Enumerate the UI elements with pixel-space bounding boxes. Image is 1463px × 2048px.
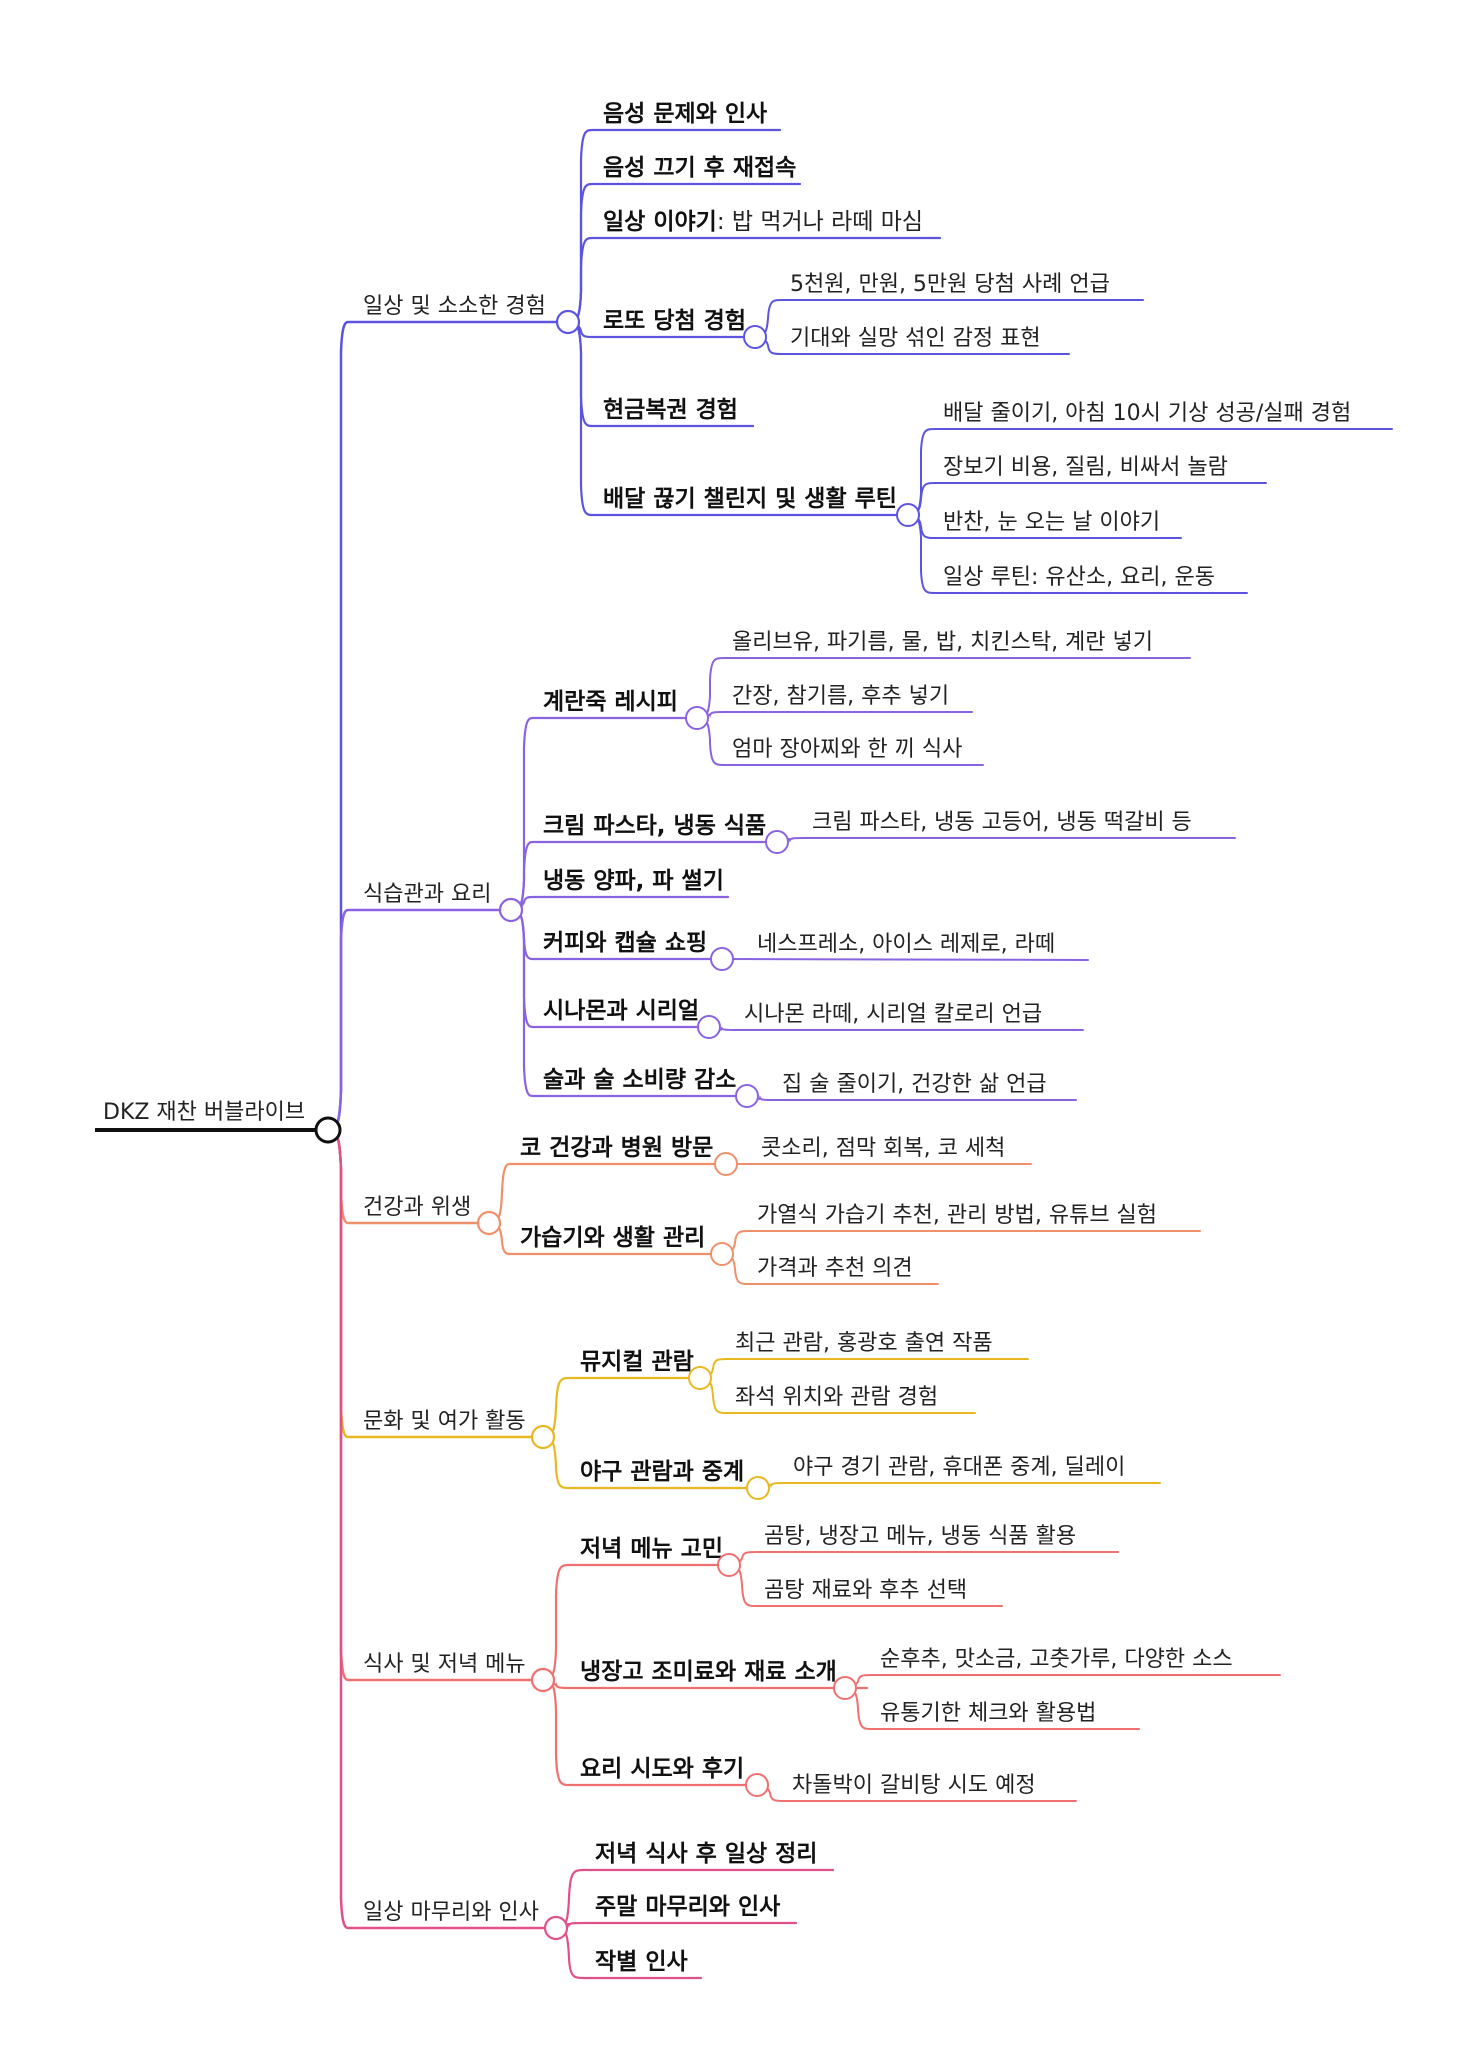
topic-node-circle bbox=[896, 503, 920, 527]
branch-connector bbox=[326, 320, 570, 1132]
topic-label: 저녁 메뉴 고민 bbox=[580, 1536, 723, 1562]
detail-label: 좌석 위치와 관람 경험 bbox=[735, 1385, 938, 1410]
topic-label: 뮤지컬 관람 bbox=[580, 1349, 694, 1375]
branch-connector bbox=[326, 908, 513, 1132]
branch-label: 건강과 위생 bbox=[363, 1195, 471, 1220]
topic-connector bbox=[487, 1162, 728, 1225]
detail-label: 장보기 비용, 질림, 비싸서 놀람 bbox=[943, 455, 1228, 480]
root-label: DKZ 재찬 버블라이브 bbox=[103, 1100, 305, 1125]
topic-label: 배달 끊기 챌린지 및 생활 루틴 bbox=[603, 486, 897, 512]
detail-label: 야구 경기 관람, 휴대폰 중계, 딜레이 bbox=[793, 1455, 1125, 1480]
topic-label: 시나몬과 시리얼 bbox=[543, 998, 699, 1024]
topic-label: 음성 문제와 인사 bbox=[603, 101, 767, 127]
topic-label: 현금복권 경험 bbox=[603, 397, 738, 423]
branch-label: 식습관과 요리 bbox=[363, 882, 491, 907]
detail-label: 가격과 추천 의견 bbox=[757, 1256, 913, 1281]
branch-label: 일상 및 소소한 경험 bbox=[363, 294, 546, 319]
branch-node-circle bbox=[498, 897, 524, 923]
topic-node-circle bbox=[710, 947, 734, 971]
topic-connector bbox=[509, 895, 730, 912]
detail-label: 곰탕 재료와 후추 선택 bbox=[764, 1578, 967, 1603]
topic-label: 커피와 캡슐 쇼핑 bbox=[543, 930, 707, 956]
topic-label: 가습기와 생활 관리 bbox=[520, 1225, 705, 1251]
topic-label: 일상 이야기: 밥 먹거나 라떼 마심 bbox=[603, 209, 923, 235]
detail-connector bbox=[699, 1358, 1029, 1379]
topic-label: 냉장고 조미료와 재료 소개 bbox=[580, 1659, 837, 1685]
topic-node-circle bbox=[717, 1553, 741, 1577]
topic-label: 요리 시도와 후기 bbox=[580, 1756, 744, 1782]
topic-connector bbox=[541, 1376, 702, 1439]
detail-label: 집 술 줄이기, 건강한 삶 언급 bbox=[782, 1072, 1047, 1097]
detail-connector bbox=[696, 711, 973, 719]
detail-label: 간장, 참기름, 후추 넣기 bbox=[732, 684, 949, 709]
detail-connector bbox=[776, 837, 1236, 843]
topic-label: 계란죽 레시피 bbox=[543, 689, 678, 715]
topic-connector bbox=[566, 182, 802, 324]
detail-connector bbox=[721, 958, 1089, 961]
topic-label: 주말 마무리와 인사 bbox=[595, 1894, 780, 1920]
topic-label: 냉동 양파, 파 썰기 bbox=[543, 868, 724, 894]
detail-label: 최근 관람, 홍광호 출연 작품 bbox=[735, 1331, 993, 1356]
detail-label: 일상 루틴: 유산소, 요리, 운동 bbox=[943, 565, 1215, 590]
detail-label: 기대와 실망 섞인 감정 표현 bbox=[790, 326, 1041, 351]
detail-connector bbox=[728, 1551, 1119, 1566]
topic-node-circle bbox=[735, 1084, 759, 1108]
topic-label: 코 건강과 병원 방문 bbox=[520, 1135, 713, 1161]
detail-connector bbox=[844, 1674, 1281, 1689]
topic-node-circle bbox=[697, 1015, 721, 1039]
detail-label: 유통기한 체크와 활용법 bbox=[880, 1701, 1096, 1726]
topic-label: 야구 관람과 중계 bbox=[580, 1459, 744, 1485]
detail-connector bbox=[721, 1230, 1201, 1255]
detail-label: 배달 줄이기, 아침 10시 기상 성공/실패 경험 bbox=[943, 401, 1351, 426]
detail-label: 네스프레소, 아이스 레제로, 라떼 bbox=[757, 932, 1055, 957]
topic-node-circle bbox=[765, 830, 789, 854]
detail-label: 반찬, 눈 오는 날 이야기 bbox=[943, 510, 1160, 535]
node-circles bbox=[314, 309, 920, 1941]
topic-suffix: : 밥 먹거나 라떼 마심 bbox=[717, 209, 923, 235]
detail-label: 곰탕, 냉장고 메뉴, 냉동 식품 활용 bbox=[764, 1524, 1076, 1549]
branch-node-circle bbox=[555, 309, 581, 335]
topic-label: 로또 당첨 경험 bbox=[603, 308, 746, 334]
detail-label: 크림 파스타, 냉동 고등어, 냉동 떡갈비 등 bbox=[812, 810, 1192, 835]
detail-label: 엄마 장아찌와 한 끼 식사 bbox=[732, 737, 962, 762]
topic-label: 저녁 식사 후 일상 정리 bbox=[595, 1841, 817, 1867]
branch-label: 문화 및 여가 활동 bbox=[363, 1409, 526, 1434]
topic-node-circle bbox=[745, 1773, 769, 1797]
topic-node-circle bbox=[833, 1676, 857, 1700]
detail-label: 가열식 가습기 추천, 관리 방법, 유튜브 실험 bbox=[757, 1203, 1157, 1228]
branch-label: 식사 및 저녁 메뉴 bbox=[363, 1652, 526, 1677]
detail-label: 올리브유, 파기름, 물, 밥, 치킨스탁, 계란 넣기 bbox=[732, 630, 1153, 655]
branch-node-circle bbox=[530, 1424, 556, 1450]
detail-label: 5천원, 만원, 5만원 당첨 사례 언급 bbox=[790, 272, 1110, 297]
topic-node-circle bbox=[688, 1366, 712, 1390]
topic-node-circle bbox=[685, 706, 709, 730]
root-node-circle bbox=[314, 1116, 342, 1144]
topic-node-circle bbox=[714, 1152, 738, 1176]
topic-label: 작별 인사 bbox=[595, 1949, 688, 1975]
detail-label: 콧소리, 점막 회복, 코 세척 bbox=[761, 1136, 1005, 1161]
detail-label: 시나몬 라떼, 시리얼 칼로리 언급 bbox=[744, 1002, 1042, 1027]
detail-label: 순후추, 맛소금, 고춧가루, 다양한 소스 bbox=[880, 1647, 1233, 1672]
detail-connector bbox=[708, 1026, 1084, 1031]
branch-label: 일상 마무리와 인사 bbox=[363, 1900, 539, 1925]
detail-connector bbox=[757, 1482, 1161, 1489]
topic-node-circle bbox=[710, 1242, 734, 1266]
detail-label: 차돌박이 갈비탕 시도 예정 bbox=[792, 1773, 1036, 1798]
topic-label: 술과 술 소비량 감소 bbox=[543, 1067, 736, 1093]
branch-node-circle bbox=[530, 1667, 556, 1693]
topic-connector bbox=[554, 1921, 798, 1930]
topic-node-circle bbox=[746, 1476, 770, 1500]
branch-connector bbox=[326, 1128, 545, 1439]
branch-node-circle bbox=[476, 1210, 502, 1236]
topic-label: 크림 파스타, 냉동 식품 bbox=[543, 813, 766, 839]
branch-node-circle bbox=[543, 1915, 569, 1941]
topic-node-circle bbox=[743, 325, 767, 349]
topic-label: 음성 끄기 후 재접속 bbox=[603, 155, 796, 181]
